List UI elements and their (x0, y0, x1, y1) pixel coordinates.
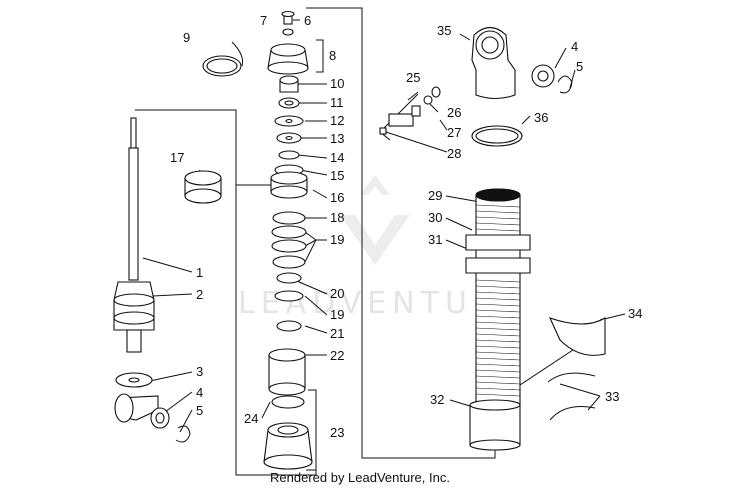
callout-labels: 1 2 3 4 5 6 7 8 9 10 11 12 13 14 15 16 1… (170, 13, 642, 440)
callout-18: 18 (330, 210, 344, 225)
shock-body (379, 26, 606, 451)
callout-12: 12 (330, 113, 344, 128)
callout-23: 23 (330, 425, 344, 440)
callout-25: 25 (406, 70, 420, 85)
callout-3: 3 (196, 364, 203, 379)
callout-33: 33 (605, 389, 619, 404)
callout-17: 17 (170, 150, 184, 165)
callout-4: 4 (196, 385, 203, 400)
body-threads (475, 204, 521, 397)
callout-22: 22 (330, 348, 344, 363)
callout-9: 9 (183, 30, 190, 45)
valve-stack (184, 10, 313, 470)
callout-5: 5 (196, 403, 203, 418)
callout-11: 11 (330, 95, 344, 110)
callout-20: 20 (330, 286, 344, 301)
callout-15: 15 (330, 168, 344, 183)
callout-27: 27 (447, 125, 461, 140)
callout-10: 10 (330, 76, 344, 91)
callout-35: 35 (437, 23, 451, 38)
callout-30: 30 (428, 210, 442, 225)
callout-24: 24 (244, 411, 258, 426)
callout-1: 1 (196, 265, 203, 280)
callout-29: 29 (428, 188, 442, 203)
callout-5-right: 5 (576, 59, 583, 74)
credit-text: Rendered by LeadVenture, Inc. (270, 470, 450, 485)
callout-4-right: 4 (571, 39, 578, 54)
callout-26: 26 (447, 105, 461, 120)
callout-7: 7 (260, 13, 267, 28)
callout-14: 14 (330, 150, 344, 165)
callout-16: 16 (330, 190, 344, 205)
callout-13: 13 (330, 131, 344, 146)
callout-31: 31 (428, 232, 442, 247)
callout-28: 28 (447, 146, 461, 161)
callout-2: 2 (196, 287, 203, 302)
callout-32: 32 (430, 392, 444, 407)
shaft-assembly (113, 117, 191, 443)
callout-36: 36 (534, 110, 548, 125)
callout-8: 8 (329, 48, 336, 63)
callout-6: 6 (304, 13, 311, 28)
callout-21: 21 (330, 326, 344, 341)
callout-19-bottom: 19 (330, 307, 344, 322)
watermark-logo (340, 175, 410, 265)
callout-34: 34 (628, 306, 642, 321)
callout-19-top: 19 (330, 232, 344, 247)
